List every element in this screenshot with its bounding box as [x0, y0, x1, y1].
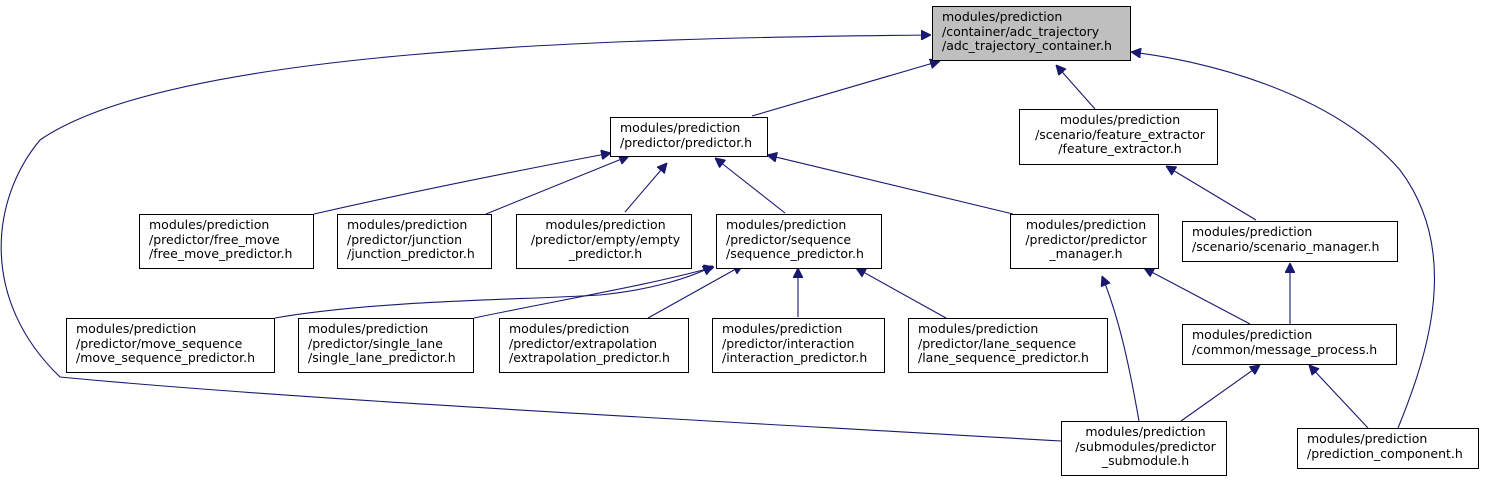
- node-line: /extrapolation_predictor.h: [509, 350, 670, 365]
- edge-component-to-message: [1309, 365, 1369, 429]
- node-line: /predictor/extrapolation: [509, 335, 658, 351]
- node-line: /adc_trajectory_container.h: [942, 38, 1112, 53]
- edge-component-to-adc: [1131, 52, 1436, 429]
- edge-message-process-to-manager: [1144, 268, 1251, 325]
- node-line: _submodule.h: [1101, 453, 1190, 468]
- node-line: /free_move_predictor.h: [149, 246, 293, 261]
- node-line: modules/prediction: [1192, 327, 1313, 342]
- node-line: /single_lane_predictor.h: [308, 350, 456, 365]
- edge-manager-to-predictor: [767, 155, 1014, 215]
- node-line: /junction_predictor.h: [347, 246, 475, 261]
- node-line: modules/prediction: [1025, 217, 1147, 232]
- node-line: modules/prediction: [726, 217, 847, 232]
- node-line: modules/prediction: [722, 321, 843, 336]
- node-junction-predictor[interactable]: modules/prediction /predictor/junction /…: [337, 214, 492, 269]
- node-adc-trajectory-container: modules/prediction /container/adc_trajec…: [932, 6, 1131, 61]
- node-line: modules/prediction: [1059, 112, 1181, 127]
- node-prediction-component[interactable]: modules/prediction /prediction_component…: [1297, 428, 1479, 469]
- node-line: /predictor/sequence: [726, 231, 852, 247]
- node-line: _manager.h: [1049, 246, 1123, 261]
- edge-free-move-to-predictor: [313, 153, 611, 215]
- node-line: modules/prediction: [942, 9, 1063, 24]
- node-line: modules/prediction: [918, 321, 1039, 336]
- node-single-lane-predictor[interactable]: modules/prediction /predictor/single_lan…: [298, 318, 474, 373]
- node-line: modules/prediction: [347, 217, 468, 232]
- edge-scenario-manager-to-feature: [1166, 166, 1257, 221]
- node-line: modules/prediction: [620, 120, 741, 135]
- node-line: /lane_sequence_predictor.h: [918, 350, 1089, 365]
- node-line: /prediction_component.h: [1307, 445, 1463, 461]
- node-line: /feature_extractor.h: [1058, 141, 1182, 156]
- node-line: modules/prediction: [1307, 431, 1428, 446]
- node-predictor-manager[interactable]: modules/prediction /predictor/predictor …: [1010, 214, 1159, 269]
- node-line: modules/prediction: [1085, 424, 1206, 439]
- edge-move-sequence-to-sequence: [274, 266, 713, 319]
- edge-extrapolation-to-sequence: [647, 265, 743, 319]
- edge-submodule-to-message: [1180, 365, 1260, 422]
- node-line: /predictor/interaction: [722, 335, 855, 351]
- node-empty-predictor[interactable]: modules/prediction /predictor/empty/empt…: [516, 214, 692, 269]
- node-line: modules/prediction: [149, 217, 270, 232]
- node-line: modules/prediction: [308, 321, 429, 336]
- node-move-sequence-predictor[interactable]: modules/prediction /predictor/move_seque…: [66, 318, 275, 373]
- node-line: /predictor/lane_sequence: [918, 335, 1077, 351]
- node-line: /scenario/scenario_manager.h: [1192, 238, 1380, 254]
- node-extrapolation-predictor[interactable]: modules/prediction /predictor/extrapolat…: [499, 318, 689, 373]
- node-line: /sequence_predictor.h: [726, 246, 864, 261]
- edge-single-lane-to-sequence: [473, 267, 714, 319]
- node-interaction-predictor[interactable]: modules/prediction /predictor/interactio…: [712, 318, 885, 373]
- node-line: modules/prediction: [1192, 224, 1313, 239]
- node-line: modules/prediction: [545, 217, 666, 232]
- edge-sequence-to-predictor: [715, 158, 786, 214]
- node-feature-extractor[interactable]: modules/prediction /scenario/feature_ext…: [1019, 109, 1218, 165]
- node-line: /predictor/predictor: [1025, 231, 1147, 247]
- node-line: /predictor/empty/empty: [530, 231, 681, 247]
- edge-submodule-to-manager: [1102, 276, 1140, 422]
- node-line: /common/message_process.h: [1192, 341, 1378, 357]
- node-line: modules/prediction: [509, 321, 630, 336]
- edge-feature-extractor-to-adc: [1056, 65, 1096, 110]
- node-line: modules/prediction: [76, 321, 197, 336]
- edge-junction-to-predictor: [485, 156, 629, 215]
- node-scenario-manager[interactable]: modules/prediction /scenario/scenario_ma…: [1182, 221, 1398, 262]
- node-line: /predictor/move_sequence: [76, 335, 243, 351]
- edge-lane-sequence-to-sequence: [856, 268, 947, 319]
- node-sequence-predictor[interactable]: modules/prediction /predictor/sequence /…: [716, 214, 882, 269]
- node-line: /scenario/feature_extractor: [1035, 126, 1205, 142]
- edge-predictor-to-adc: [751, 61, 940, 117]
- node-predictor[interactable]: modules/prediction /predictor/predictor.…: [610, 117, 768, 157]
- edge-submodule-to-adc: [0, 35, 1062, 442]
- node-line: /predictor/predictor.h: [620, 134, 753, 150]
- node-free-move-predictor[interactable]: modules/prediction /predictor/free_move …: [139, 214, 314, 269]
- node-line: _predictor.h: [568, 246, 643, 261]
- node-line: /predictor/free_move: [149, 231, 280, 247]
- node-lane-sequence-predictor[interactable]: modules/prediction /predictor/lane_seque…: [908, 318, 1108, 373]
- node-line: /predictor/junction: [347, 231, 463, 247]
- node-predictor-submodule[interactable]: modules/prediction /submodules/predictor…: [1061, 421, 1227, 476]
- node-line: /predictor/single_lane: [308, 335, 443, 351]
- node-message-process[interactable]: modules/prediction /common/message_proce…: [1182, 324, 1397, 365]
- node-line: /container/adc_trajectory: [942, 23, 1100, 39]
- node-line: /submodules/predictor: [1075, 438, 1216, 454]
- edge-empty-to-predictor: [624, 163, 667, 213]
- node-line: /interaction_predictor.h: [722, 350, 868, 365]
- node-line: /move_sequence_predictor.h: [76, 350, 256, 365]
